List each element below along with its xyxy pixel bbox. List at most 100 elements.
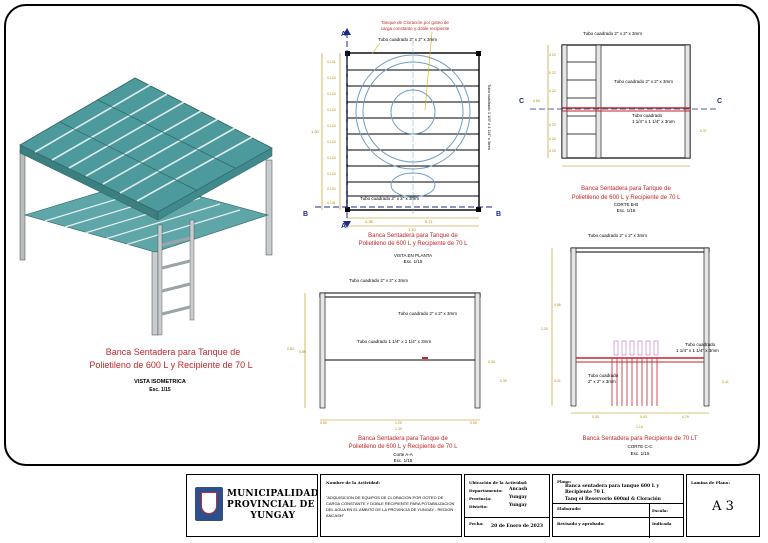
svg-text:0.05: 0.05 [320, 421, 327, 425]
svg-text:0.43: 0.43 [640, 415, 647, 419]
svg-text:0.30: 0.30 [488, 360, 495, 364]
svg-text:0.20: 0.20 [549, 137, 556, 141]
section-b-tube-low-2: 1 1/4" x 1 1/4" x 3mm [632, 119, 675, 124]
section-b-tube-low-1: Tubo cuadrado [632, 113, 663, 118]
section-arrow-icon [343, 221, 351, 228]
svg-text:0.22: 0.22 [549, 89, 556, 93]
section-b-title-2: Polietileno de 600 L y Recipiente de 70 … [572, 195, 682, 201]
svg-text:0.05: 0.05 [470, 421, 477, 425]
plan-tube-bottom: Tubo cuadrado 2" x 2" x 3mm [360, 196, 419, 201]
iso-scale: Esc. 1/15 [149, 387, 171, 393]
svg-text:0.71: 0.71 [425, 219, 434, 224]
iso-top-deck [19, 77, 273, 213]
section-c-tube-left-1: Tubo cuadrado [588, 373, 619, 378]
svg-text:1.20: 1.20 [395, 421, 402, 425]
logo-line-3: YUNGAY [250, 511, 296, 521]
section-a-label: A [341, 31, 346, 38]
title-block: MUNICIPALIDAD PROVINCIAL DE YUNGAY Nombr… [186, 474, 760, 538]
section-a-tube-mid: Tubo cuadrado 1 1/4" x 1 1/4" x 3mm [357, 339, 431, 344]
section-b-view-name: CORTE B-B [614, 202, 638, 207]
municipal-logo-icon [195, 487, 223, 521]
plan-view-name: VISTA EN PLANTA [394, 253, 432, 258]
plan-tube-top: Tubo cuadrado 2" x 2" x 3mm [378, 37, 437, 42]
section-c-tube-left-2: 2" x 2" x 3mm [588, 379, 616, 384]
plan-scale: Esc. 1/15 [404, 259, 423, 264]
activity-cell: Nombre de la Actividad: "ADQUISICION DE … [320, 474, 462, 537]
svg-text:0.22: 0.22 [549, 71, 556, 75]
svg-text:0.124: 0.124 [327, 172, 336, 176]
iso-title-1: Banca Sentadera para Tanque de [106, 347, 240, 357]
svg-text:0.124: 0.124 [327, 156, 336, 160]
drawing-frame [4, 4, 760, 466]
svg-text:1.10: 1.10 [636, 425, 643, 429]
section-a-view: Tubo cuadrado 2" x 2" x 3mm Tubo cuadrad… [287, 278, 507, 463]
svg-text:0.37: 0.37 [700, 129, 707, 133]
svg-text:0.30: 0.30 [592, 415, 599, 419]
section-c-label: C [519, 98, 524, 105]
logo-line-2: PROVINCIAL DE [227, 500, 315, 510]
svg-text:0.124: 0.124 [327, 140, 336, 144]
svg-text:0.29: 0.29 [682, 415, 689, 419]
svg-text:0.84: 0.84 [533, 99, 540, 103]
section-b-label: B [303, 211, 308, 218]
svg-text:0.124: 0.124 [327, 124, 336, 128]
section-a-title-1: Banca Sentadera para Tanque de [358, 436, 448, 442]
section-c-title: Banca Sentadera para Recipiente de 70 LT [583, 436, 698, 442]
plan-title-2: Polietileno de 600 L y Recipiente de 70 … [359, 241, 469, 247]
svg-text:0.124: 0.124 [327, 76, 336, 80]
section-b-tube-mid: Tubo cuadrado 2" x 2" x 3mm [614, 79, 673, 84]
isometric-view: Banca Sentadera para Tanque de Polietile… [19, 77, 273, 393]
svg-text:0.30: 0.30 [500, 379, 507, 383]
section-c-view-name: CORTE C-C [628, 444, 654, 449]
iso-top-slats [34, 84, 253, 202]
plan-note-1: Tanque de Cloración por goteo de [381, 20, 449, 25]
section-b-scale: Esc. 1/15 [617, 208, 636, 213]
svg-text:0.131: 0.131 [327, 60, 336, 64]
section-c-view: Tubo cuadrado 2" x 2" x 3mm Tubo cuadrad… [541, 233, 729, 456]
section-a-label: A [341, 223, 346, 230]
plan-dim-total: 1.30 [311, 129, 320, 134]
activity-text: "ADQUISICION DE EQUIPOS DE CLORACION POR… [326, 495, 455, 518]
iso-title-2: Polietileno de 600 L y Recipiente de 70 … [89, 360, 252, 370]
section-b-title-1: Banca Sentadera para Tanque de [581, 186, 671, 192]
svg-text:0.36: 0.36 [365, 219, 374, 224]
plan-dims-left: 0.131 0.124 0.124 0.124 0.124 0.124 0.12… [327, 60, 336, 205]
logo-cell: MUNICIPALIDAD PROVINCIAL DE YUNGAY [186, 474, 318, 537]
iso-leg [19, 149, 26, 261]
sheet-cell: Lamina de Plano: A 3 [686, 474, 760, 537]
section-c-tube-right-2: 1 1/4" x 1 1/4" x 3mm [676, 348, 719, 353]
svg-text:0.86: 0.86 [554, 303, 561, 307]
svg-text:0.20: 0.20 [549, 149, 556, 153]
location-cell: Ubicación de la Actividad: Departamento:… [464, 474, 550, 537]
section-a-view-name: Corte A-A [393, 452, 413, 457]
iso-leg [265, 159, 273, 256]
section-b-view: C C Tubo cuadrado 2" x 2" x 3mm Tubo cua… [519, 31, 722, 213]
svg-text:0.41: 0.41 [722, 380, 729, 384]
plan-note-2: carga constante y doble recipiente [381, 26, 450, 31]
section-a-tube-right: Tubo cuadrado 2" x 2" x 3mm [398, 311, 457, 316]
svg-text:0.89: 0.89 [299, 350, 306, 354]
section-a-tube-top: Tubo cuadrado 2" x 2" x 3mm [349, 278, 408, 283]
section-c-label: C [717, 98, 722, 105]
svg-text:0.131: 0.131 [327, 201, 336, 205]
logo-line-1: MUNICIPALIDAD [227, 489, 319, 499]
svg-text:1.30: 1.30 [395, 427, 402, 431]
svg-text:0.20: 0.20 [549, 123, 556, 127]
svg-text:1.10: 1.10 [408, 227, 417, 232]
section-c-tube-top: Tubo cuadrado 2" x 2" x 3mm [588, 233, 647, 238]
svg-text:0.84: 0.84 [287, 347, 294, 351]
section-a-scale: Esc. 1/15 [394, 458, 413, 463]
section-arrow-icon [343, 28, 351, 35]
plan-view: A A B B 0.131 0.124 0.124 0.124 0.124 0.… [303, 20, 501, 264]
svg-text:0.124: 0.124 [327, 92, 336, 96]
section-b-label: B [496, 211, 501, 218]
sheet-number: A 3 [712, 499, 734, 514]
iso-view-name: VISTA ISOMETRICA [134, 379, 186, 385]
svg-text:0.124: 0.124 [327, 108, 336, 112]
section-c-tube-right-1: Tubo cuadrado [685, 342, 716, 347]
svg-text:0.124: 0.124 [327, 187, 336, 191]
svg-text:0.41: 0.41 [554, 379, 561, 383]
section-b-dims: 0.22 0.22 0.22 0.20 0.20 0.20 [549, 53, 556, 153]
plan-cell: Plano: Banca sentadera para tanque 600 L… [552, 474, 684, 538]
